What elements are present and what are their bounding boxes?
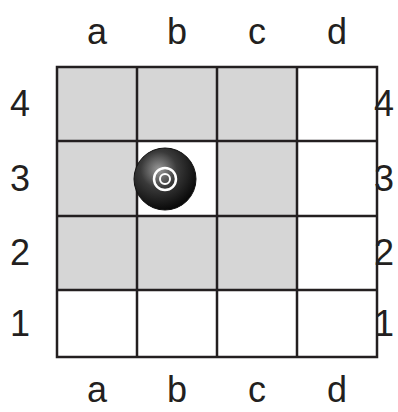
column-label: a [87,372,107,408]
column-label: d [327,372,347,408]
board-ground [57,67,377,357]
column-label: c [248,14,266,50]
column-label: c [248,372,266,408]
grid-lines [57,67,377,357]
column-label: a [87,14,107,50]
black-stone [134,148,196,210]
row-label: 2 [10,235,30,271]
column-label: d [327,14,347,50]
row-label: 2 [374,235,394,271]
row-label: 1 [374,306,394,342]
row-label: 3 [374,161,394,197]
column-label: b [167,372,187,408]
shaded-squares [57,67,297,290]
row-label: 4 [10,86,30,122]
row-label: 1 [10,306,30,342]
column-label: b [167,14,187,50]
row-label: 3 [10,161,30,197]
row-label: 4 [374,86,394,122]
